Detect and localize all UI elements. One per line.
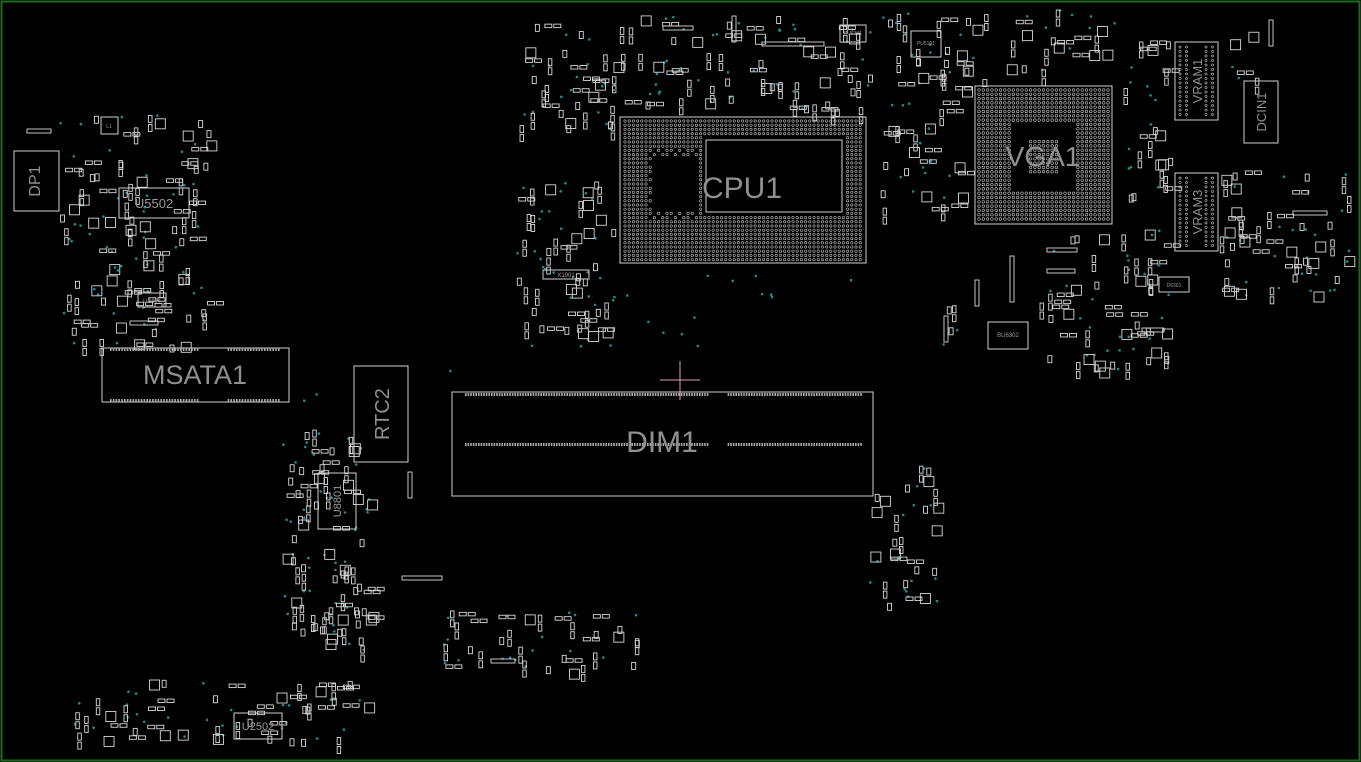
u5502-chip[interactable]: U5502 xyxy=(118,187,190,219)
u3404-label: U3404 xyxy=(143,299,161,305)
l1-label: L1 xyxy=(106,124,112,130)
vram-top-chip[interactable]: VRAM1 xyxy=(1174,41,1219,121)
d6301-label: D6301 xyxy=(1167,283,1182,289)
u3404-chip[interactable]: U3404 xyxy=(137,292,167,308)
dimm-slot[interactable]: DIM1 xyxy=(451,391,874,497)
msata-connector[interactable]: MSATA1 xyxy=(101,347,290,403)
vram-bottom-chip[interactable]: VRAM3 xyxy=(1174,172,1219,252)
display-port-connector[interactable]: DP1 xyxy=(13,150,60,212)
cpu-label: CPU1 xyxy=(702,172,782,205)
bu6302-label: BU6302 xyxy=(997,333,1019,339)
d6301-diode[interactable]: D6301 xyxy=(1158,276,1190,293)
pu6101-label: PU6101 xyxy=(917,41,935,47)
l1-inductor[interactable]: L1 xyxy=(100,116,119,135)
u5502-label: U5502 xyxy=(135,196,173,211)
crosshair-cursor-icon xyxy=(660,361,700,400)
dp-label: DP1 xyxy=(27,165,44,196)
vram-bottom-label: VRAM3 xyxy=(1190,190,1205,235)
u2502-chip[interactable]: U2502 xyxy=(233,712,283,740)
rtc-battery[interactable]: RTC2 xyxy=(353,365,409,463)
gpu-label: VGA1 xyxy=(1006,141,1081,172)
pu6301-chip[interactable]: PU6301 xyxy=(839,24,867,43)
vram-top-label: VRAM1 xyxy=(1190,59,1205,104)
via-field xyxy=(59,9,1351,740)
x1901-label: X1901 xyxy=(557,273,575,279)
u8801-label: U8801 xyxy=(332,485,344,517)
u2502-label: U2502 xyxy=(242,721,274,733)
cpu-footprint[interactable]: CPU1 xyxy=(619,116,867,264)
dimm-label: DIM1 xyxy=(626,426,698,459)
dcin-label: DCIN1 xyxy=(1254,92,1269,131)
u8801-chip[interactable]: U8801 xyxy=(317,472,357,530)
pu6101-chip[interactable]: PU6101 xyxy=(910,30,942,58)
gpu-footprint[interactable]: VGA1 xyxy=(974,85,1113,225)
component-pads xyxy=(26,9,1356,754)
dc-in-connector[interactable]: DCIN1 xyxy=(1243,80,1279,144)
pu6301-label: PU6301 xyxy=(844,31,862,37)
msata-label: MSATA1 xyxy=(143,360,247,390)
x1901-crystal[interactable]: X1901 xyxy=(542,269,590,280)
bu6302-chip[interactable]: BU6302 xyxy=(987,321,1029,350)
rtc-label: RTC2 xyxy=(372,388,394,440)
